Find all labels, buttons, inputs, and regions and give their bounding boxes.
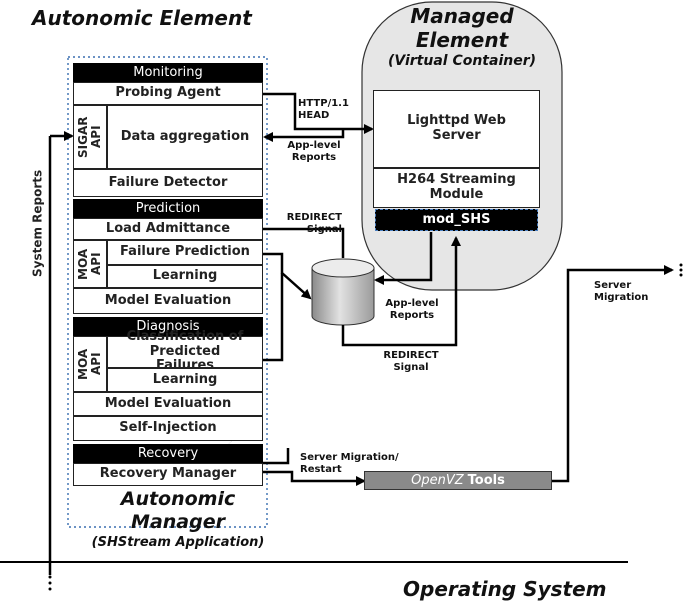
managed-element-line1: Managed — [410, 4, 514, 28]
prediction-moa-api-box: MOA API — [73, 240, 107, 288]
system-reports-label: System Reports — [30, 169, 45, 277]
probing-agent-box: Probing Agent — [73, 82, 263, 105]
load-admittance-box: Load Admittance — [73, 218, 263, 240]
app-reports-top-label: App-level Reports — [287, 140, 341, 163]
autonomic-manager-line3: (SHStream Application) — [91, 534, 265, 550]
data-aggregation-box: Data aggregation — [107, 105, 263, 169]
autonomic-manager-line1: Autonomic — [120, 488, 236, 510]
openvz-tools-box: OpenVZ Tools — [364, 471, 552, 490]
diagnosis-header: Diagnosis — [73, 317, 263, 336]
sigar-api-box: SIGAR API — [73, 105, 107, 169]
managed-element-line3: (Virtual Container) — [387, 53, 537, 69]
autonomic-manager-line2: Manager — [131, 510, 225, 533]
mod-shs-box: mod_SHS — [375, 209, 538, 231]
monitoring-header: Monitoring — [73, 63, 263, 82]
prediction-learning-box: Learning — [107, 265, 263, 288]
openvz-tools-label: Tools — [467, 473, 505, 488]
managed-element-title: Managed Element (Virtual Container) — [362, 4, 562, 70]
redirect-top-label: REDIRECT Signal — [286, 212, 342, 235]
http-head-label: HTTP/1.1 HEAD — [298, 98, 349, 121]
failure-detector-box: Failure Detector — [73, 169, 263, 197]
server-migration-label: Server Migration — [594, 280, 649, 303]
redirect-bottom-label: REDIRECT Signal — [383, 350, 439, 373]
server-migration-restart-label: Server Migration/ Restart — [300, 452, 399, 475]
lighttpd-box: Lighttpd Web Server — [373, 90, 540, 168]
prediction-moa-api-label: MOA API — [75, 248, 103, 280]
diagnosis-moa-api-box: MOA API — [73, 336, 107, 392]
operating-system-label: Operating System — [403, 577, 607, 601]
diagnosis-model-evaluation-box: Model Evaluation — [73, 392, 263, 416]
recovery-manager-box: Recovery Manager — [73, 463, 263, 486]
sigar-api-label: SIGAR API — [75, 116, 103, 158]
self-injection-box: Self-Injection — [73, 416, 263, 441]
autonomic-manager-caption: Autonomic Manager (SHStream Application) — [68, 488, 288, 552]
recovery-header: Recovery — [73, 444, 263, 463]
h264-module-box: H264 Streaming Module — [373, 168, 540, 208]
prediction-header: Prediction — [73, 199, 263, 218]
openvz-label: OpenVZ — [411, 473, 464, 488]
classification-box: Classification of Predicted Failures — [107, 329, 263, 373]
diagnosis-moa-api-label: MOA API — [75, 348, 103, 380]
prediction-model-evaluation-box: Model Evaluation — [73, 288, 263, 314]
failure-prediction-box: Failure Prediction — [107, 240, 263, 265]
autonomic-element-title: Autonomic Element — [32, 6, 252, 30]
app-reports-bottom-label: App-level Reports — [385, 298, 439, 321]
managed-element-line2: Element — [415, 28, 509, 52]
database-cylinder — [311, 258, 375, 278]
diagnosis-learning-box: Learning — [107, 368, 263, 392]
